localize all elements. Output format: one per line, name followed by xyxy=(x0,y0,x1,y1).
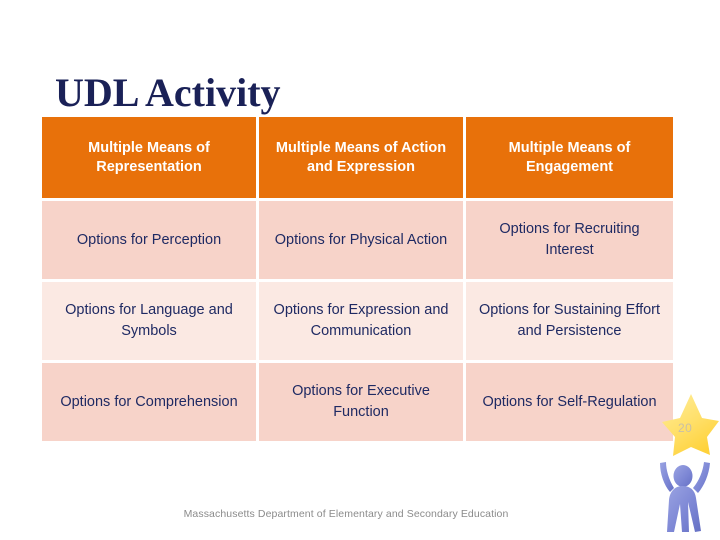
table-cell-physical-action: Options for Physical Action xyxy=(259,201,466,282)
table-row: Options for Comprehension Options for Ex… xyxy=(42,363,673,441)
table-cell-perception: Options for Perception xyxy=(42,201,259,282)
person-figure xyxy=(660,462,710,532)
table-header-cell-engagement: Multiple Means of Engagement xyxy=(466,117,673,201)
page-title: UDL Activity xyxy=(55,69,281,115)
table-row: Options for Language and Symbols Options… xyxy=(42,282,673,363)
table-cell-executive-function: Options for Executive Function xyxy=(259,363,466,441)
table-cell-comprehension: Options for Comprehension xyxy=(42,363,259,441)
table-cell-language-symbols: Options for Language and Symbols xyxy=(42,282,259,363)
page-number: 20 xyxy=(678,421,693,435)
table-header-cell-representation: Multiple Means of Representation xyxy=(42,117,259,201)
table-header-row: Multiple Means of Representation Multipl… xyxy=(42,117,673,201)
table-cell-self-regulation: Options for Self-Regulation xyxy=(466,363,673,441)
table-header-cell-action-expression: Multiple Means of Action and Expression xyxy=(259,117,466,201)
table-cell-sustaining-effort: Options for Sustaining Effort and Persis… xyxy=(466,282,673,363)
udl-principles-table: Multiple Means of Representation Multipl… xyxy=(42,117,673,441)
table-cell-recruiting-interest: Options for Recruiting Interest xyxy=(466,201,673,282)
table-cell-expression-communication: Options for Expression and Communication xyxy=(259,282,466,363)
table-row: Options for Perception Options for Physi… xyxy=(42,201,673,282)
footer-attribution: Massachusetts Department of Elementary a… xyxy=(183,508,509,520)
